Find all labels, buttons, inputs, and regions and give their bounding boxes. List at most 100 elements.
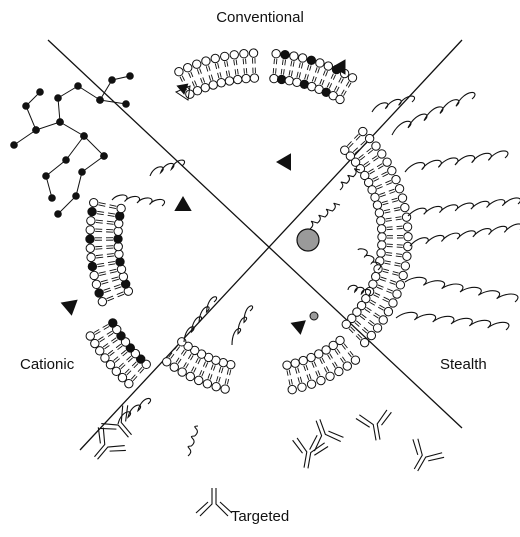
lipid-tail: [315, 67, 317, 72]
lipid-tail: [386, 183, 392, 185]
lipid-head: [336, 95, 344, 103]
lipid-tail: [107, 254, 114, 255]
lipid-head: [298, 383, 306, 391]
lipid-tail: [194, 368, 196, 373]
lipid-head: [379, 316, 387, 324]
lipid-tail: [314, 362, 316, 367]
lipid-tail: [328, 355, 331, 360]
lipid-tail: [392, 201, 398, 203]
lipid-head: [86, 226, 94, 234]
cationic-head: [122, 100, 130, 108]
chain-bond: [82, 156, 104, 172]
lipid-head: [371, 193, 379, 201]
label-conventional: Conventional: [0, 9, 520, 26]
lipid-tail: [396, 256, 402, 257]
lipid-tail: [221, 368, 223, 373]
lipid-tail: [103, 324, 108, 327]
lipid-tail: [307, 65, 309, 70]
lipid-head: [230, 51, 238, 59]
lipid-head: [163, 358, 171, 366]
chain-bond: [60, 122, 84, 136]
cationic-head: [22, 102, 30, 110]
lipid-tail: [225, 379, 226, 384]
chain-bond: [84, 136, 104, 156]
lipid-head: [209, 81, 217, 89]
surface-chains: [10, 72, 520, 516]
lipid-tail: [201, 78, 203, 83]
lipid-head: [359, 127, 367, 135]
lipid-tail: [183, 351, 186, 356]
lipid-tail: [371, 300, 376, 303]
lipid-head: [401, 262, 409, 270]
lipid-tail: [176, 347, 179, 351]
lipid-tail: [95, 332, 100, 335]
lipid-tail: [291, 61, 292, 66]
lipid-tail: [192, 82, 194, 87]
lipid-tail: [108, 261, 115, 262]
lipid-tail: [229, 70, 230, 75]
lipid-head: [342, 320, 350, 328]
cationic-head: [54, 94, 62, 102]
lipid-tail: [383, 174, 388, 177]
lipid-tail: [189, 73, 191, 78]
lipid-tail: [390, 191, 396, 193]
lipid-tail: [110, 205, 117, 206]
lipid-tail: [289, 370, 290, 375]
lipid-head: [291, 359, 299, 367]
lipid-tail: [392, 198, 398, 200]
lipid-tail: [383, 299, 388, 302]
lipid-tail: [109, 207, 116, 208]
antibody-stem: [404, 439, 442, 477]
antibody-arm: [306, 427, 344, 450]
lipid-tail: [312, 363, 314, 368]
lipid-tail: [98, 337, 103, 340]
lipid-tail: [340, 358, 343, 363]
lipid-tail: [350, 351, 353, 355]
peg-coil: [410, 224, 520, 246]
lipid-tail: [186, 364, 189, 369]
lipid-tail: [341, 90, 344, 95]
lipid-tail: [227, 379, 228, 384]
lipid-tail: [178, 359, 181, 364]
lipid-head: [403, 252, 411, 260]
lipid-tail: [309, 374, 311, 379]
lipid-tail: [190, 355, 193, 360]
lipid-head: [270, 74, 278, 82]
peg-coil: [184, 297, 217, 342]
lipid-tail: [383, 271, 389, 273]
lipid-tail: [114, 285, 121, 287]
lipid-tail: [377, 187, 383, 189]
lipid-head: [326, 372, 334, 380]
lipid-head: [298, 54, 306, 62]
lipid-tail: [392, 274, 398, 276]
lipid-tail: [117, 292, 123, 295]
lipid-tail: [236, 60, 237, 65]
lipid-head: [86, 244, 94, 252]
lipid-head: [378, 241, 386, 249]
lipid-tail: [224, 62, 225, 67]
lipid-tail: [378, 307, 383, 310]
antibody-arm: [291, 440, 328, 457]
lipid-tail: [99, 274, 106, 276]
lipid-tail: [97, 263, 104, 264]
lipid-tail: [211, 365, 213, 370]
antibody-arm: [407, 439, 444, 467]
lipid-head: [283, 361, 291, 369]
charged-lipid-head: [109, 319, 117, 327]
lipid-head: [242, 74, 250, 82]
lipid-tail: [210, 374, 212, 379]
lipid-tail: [385, 261, 391, 262]
lipid-tail: [335, 362, 338, 367]
lipid-tail: [383, 269, 389, 271]
lipid-head: [373, 324, 381, 332]
lipid-head: [86, 332, 94, 340]
lipid-tail: [385, 180, 391, 182]
label-stealth: Stealth: [440, 356, 487, 373]
label-targeted: Targeted: [0, 508, 520, 525]
lipid-head: [249, 49, 257, 57]
lipid-tail: [300, 377, 301, 382]
lipid-tail: [104, 290, 111, 292]
lipid-tail: [307, 75, 309, 80]
lipid-tail: [107, 296, 113, 299]
drug-triangle-targeted: [291, 320, 306, 335]
